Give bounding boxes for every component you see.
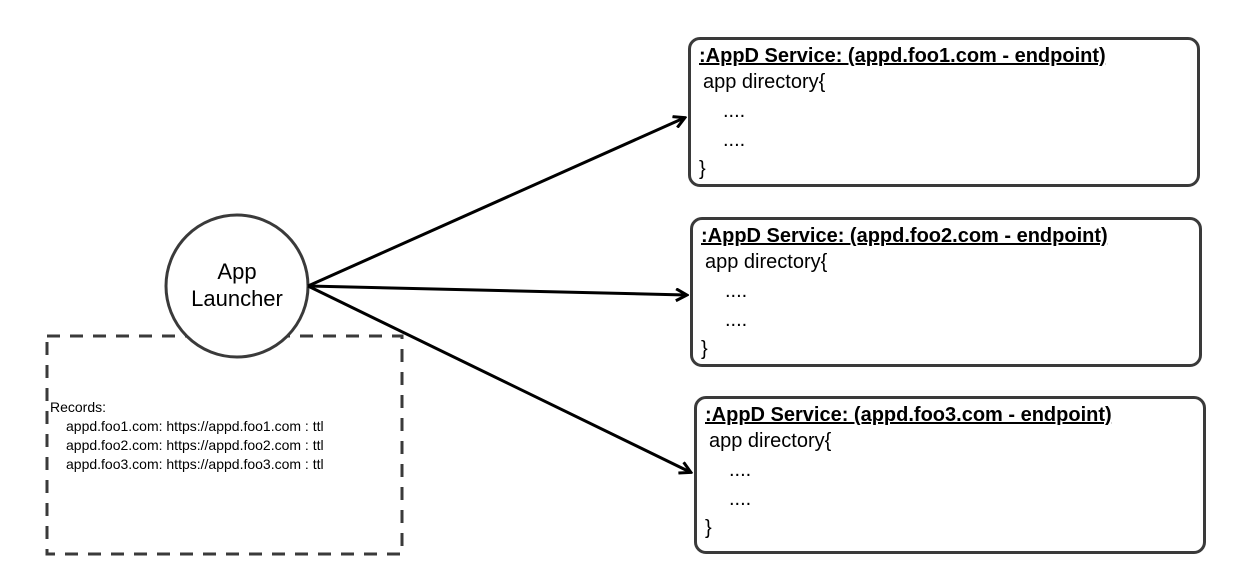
service-open-line: app directory{ <box>703 71 826 93</box>
arrow-to-service-1 <box>307 118 684 288</box>
service-close-line: } <box>699 158 706 180</box>
service-item-line: .... <box>725 280 748 302</box>
record-item: appd.foo3.com: https://appd.foo3.com : t… <box>66 456 324 472</box>
service-open-line: app directory{ <box>705 251 828 273</box>
records-list: Records: appd.foo1.com: https://appd.foo… <box>50 398 324 474</box>
service-item-line: .... <box>729 459 752 481</box>
arrow-to-service-2 <box>307 284 686 295</box>
service-title: :AppD Service: (appd.foo3.com - endpoint… <box>705 404 1112 426</box>
service-title: :AppD Service: (appd.foo2.com - endpoint… <box>701 225 1108 247</box>
app-launcher-line-1: App <box>217 259 257 284</box>
service-item-line: .... <box>729 488 752 510</box>
appd-service-box-1: :AppD Service: (appd.foo1.com - endpoint… <box>688 37 1200 187</box>
arrow-to-service-3 <box>307 284 690 472</box>
records-heading: Records: <box>50 399 107 415</box>
record-item: appd.foo2.com: https://appd.foo2.com : t… <box>66 437 324 453</box>
service-title: :AppD Service: (appd.foo1.com - endpoint… <box>699 45 1106 67</box>
service-item-line: .... <box>723 100 746 122</box>
service-open-line: app directory{ <box>709 430 832 452</box>
service-item-line: .... <box>723 129 746 151</box>
record-item: appd.foo1.com: https://appd.foo1.com : t… <box>66 418 324 434</box>
appd-service-box-2: :AppD Service: (appd.foo2.com - endpoint… <box>690 217 1202 367</box>
appd-service-box-3: :AppD Service: (appd.foo3.com - endpoint… <box>694 396 1206 554</box>
service-close-line: } <box>705 517 712 539</box>
service-close-line: } <box>701 338 708 360</box>
app-launcher-label: App Launcher <box>166 258 308 312</box>
app-launcher-line-2: Launcher <box>191 286 283 311</box>
service-item-line: .... <box>725 309 748 331</box>
records-dashed-box <box>45 334 404 556</box>
